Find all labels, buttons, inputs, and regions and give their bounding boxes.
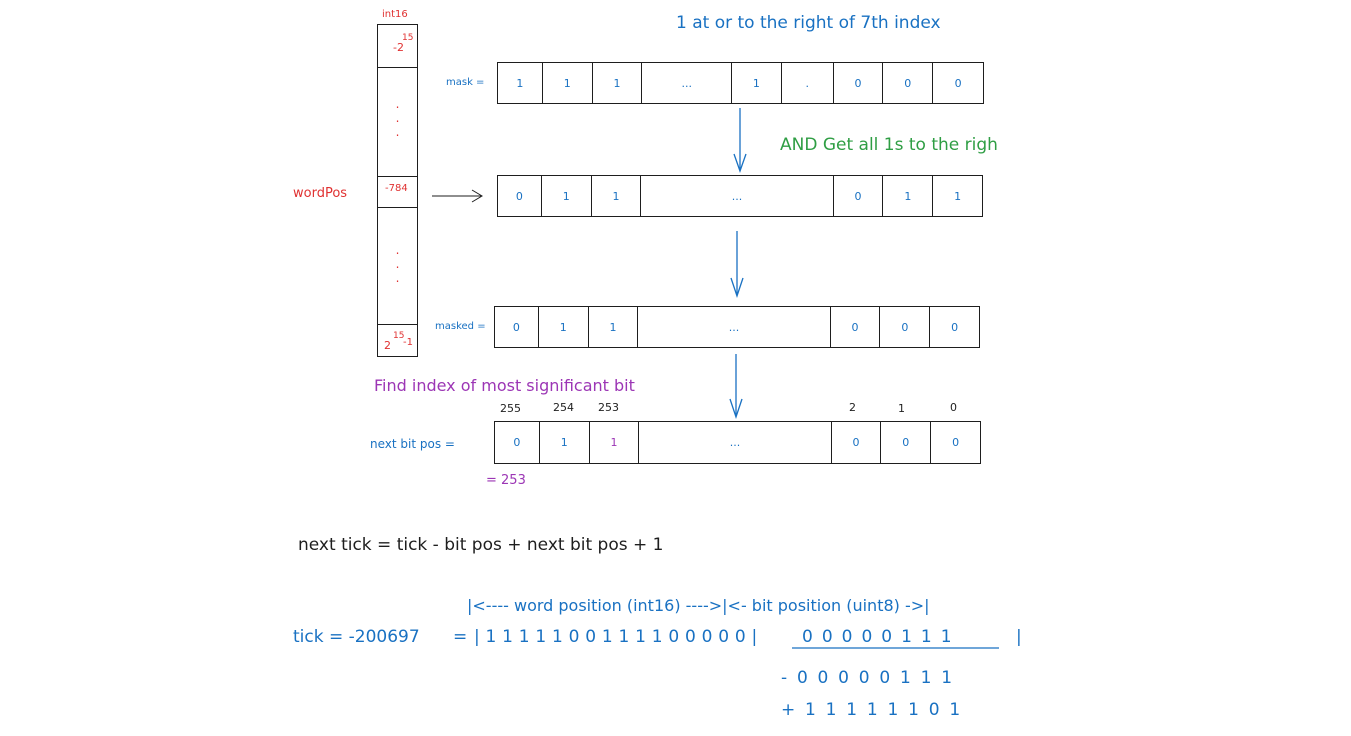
next-cell: ... — [639, 422, 832, 463]
bit-index-2: 2 — [849, 401, 856, 414]
subtract-line: - 0 0 0 0 0 1 1 1 — [781, 668, 955, 688]
word-cell: 1 — [954, 189, 962, 203]
wordpos-label: wordPos — [293, 186, 348, 201]
mask-cell: 1 — [498, 63, 543, 103]
tick-word-bits: | 1 1 1 1 1 0 0 1 1 1 1 0 0 0 0 0 | — [474, 627, 758, 647]
mask-cell: . — [782, 63, 834, 103]
arrow-mask-to-word — [733, 108, 747, 173]
mask-cell: 1 — [543, 63, 593, 103]
masked-cell: 0 — [951, 320, 959, 334]
column-type-label: int16 — [382, 9, 408, 20]
word-row: 0 1 1 ... 0 1 1 — [497, 175, 983, 217]
column-top-value: -2 — [393, 41, 404, 54]
masked-cell: 1 — [589, 307, 639, 347]
masked-cell: 0 — [495, 307, 539, 347]
masked-row: 0 1 1 ... 0 0 0 — [494, 306, 980, 348]
mask-row-label: mask = — [446, 77, 485, 88]
msb-result: = 253 — [486, 473, 526, 488]
masked-cell: 1 — [539, 307, 589, 347]
word-cell: ... — [641, 176, 834, 216]
column-bottom-suffix: -1 — [403, 337, 413, 348]
word-cell: 1 — [592, 176, 642, 216]
column-bottom-exp: 15 — [393, 331, 405, 341]
arrow-word-to-masked — [730, 231, 744, 299]
word-cell: 0 — [498, 176, 542, 216]
arrow-masked-to-next — [729, 354, 743, 420]
add-line: + 1 1 1 1 1 1 0 1 — [781, 700, 963, 720]
wordpos-column: -2 15 ... -784 ... 2 15 -1 — [377, 24, 418, 357]
masked-cell: ... — [638, 307, 831, 347]
column-dots-lower: ... — [395, 243, 400, 285]
bit-index-0: 0 — [950, 401, 957, 414]
mask-cell: 0 — [954, 76, 962, 90]
tick-header: |<---- word position (int16) ---->|<- bi… — [467, 596, 930, 615]
column-top-exp: 15 — [402, 33, 414, 43]
word-cell: 1 — [542, 176, 592, 216]
column-dots-upper: ... — [395, 97, 400, 139]
next-cell: 1 — [540, 422, 590, 463]
msb-title: Find index of most significant bit — [374, 376, 635, 395]
bit-index-254: 254 — [553, 401, 574, 414]
bit-index-1: 1 — [898, 402, 905, 415]
mask-title: 1 at or to the right of 7th index — [676, 13, 941, 33]
tick-equals: = — [453, 627, 468, 647]
tick-label: tick = -200697 — [293, 627, 420, 647]
word-cell: 1 — [883, 176, 934, 216]
mask-row: 1 1 1 ... 1 . 0 0 0 — [497, 62, 984, 104]
next-cell: 0 — [881, 422, 932, 463]
masked-cell: 0 — [880, 307, 931, 347]
next-row-label: next bit pos = — [370, 437, 455, 451]
word-cell: 0 — [834, 176, 884, 216]
mask-cell: ... — [642, 63, 733, 103]
tick-end-bar: | — [1016, 627, 1022, 647]
column-bottom-value: 2 — [384, 339, 391, 352]
next-tick-formula: next tick = tick - bit pos + next bit po… — [298, 535, 664, 555]
column-middle-value: -784 — [385, 183, 408, 194]
bit-index-253: 253 — [598, 401, 619, 414]
masked-cell: 0 — [831, 307, 881, 347]
tick-bit-bits: 0 0 0 0 0 1 1 1 — [802, 627, 954, 647]
bit-index-255: 255 — [500, 402, 521, 415]
next-row: 0 1 1 ... 0 0 0 — [494, 421, 981, 464]
mask-cell: 1 — [732, 63, 782, 103]
mask-cell: 0 — [834, 63, 884, 103]
next-cell-msb: 1 — [590, 422, 640, 463]
arrow-wordpos-to-row — [432, 189, 483, 203]
next-cell: 0 — [495, 422, 540, 463]
masked-row-label: masked = — [435, 321, 486, 332]
and-title: AND Get all 1s to the righ — [780, 135, 998, 155]
next-cell: 0 — [832, 422, 882, 463]
mask-cell: 1 — [593, 63, 643, 103]
next-cell: 0 — [952, 436, 960, 449]
mask-cell: 0 — [883, 63, 934, 103]
